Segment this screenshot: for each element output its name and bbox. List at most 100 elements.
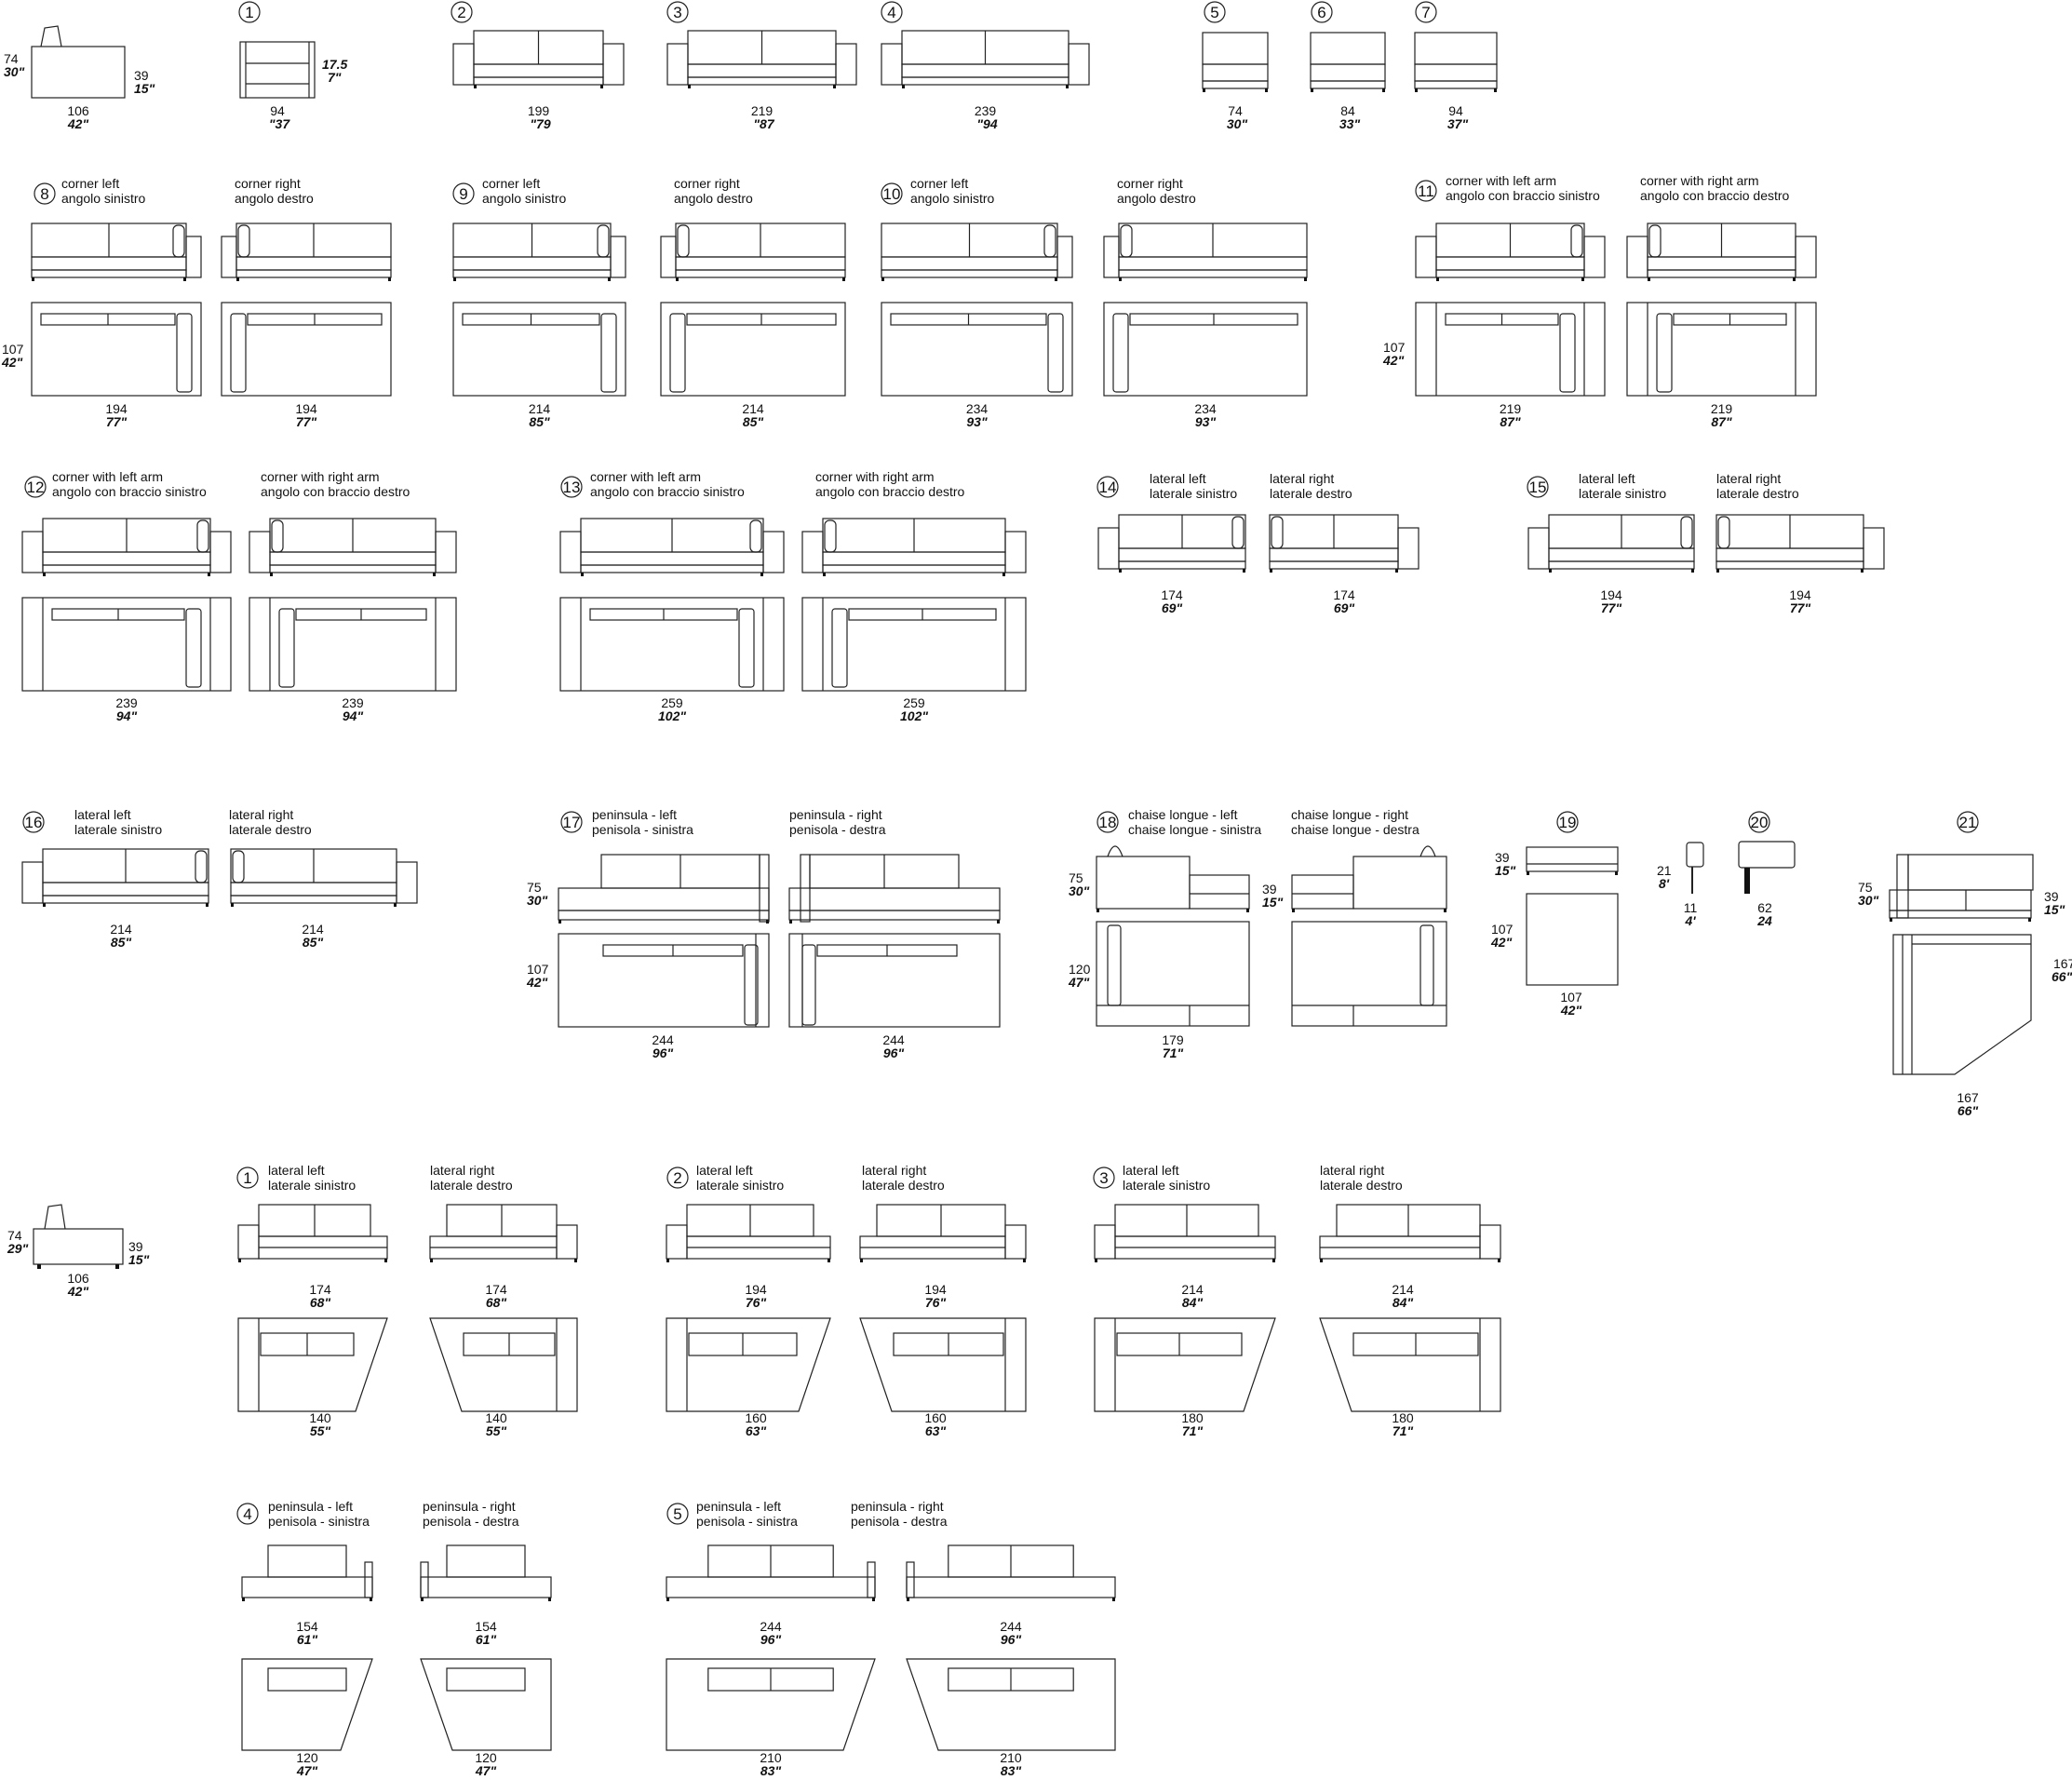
- module-number: 1: [243, 1169, 251, 1187]
- arm-in: 7": [328, 70, 342, 85]
- depth-in: 42": [526, 975, 548, 990]
- outline-rect: [1095, 1259, 1097, 1262]
- pillow: [237, 224, 250, 258]
- outline-rect: [1414, 32, 1498, 65]
- module-number: 4: [243, 1505, 251, 1523]
- outline-rect: [881, 277, 884, 281]
- outline-rect: [1097, 909, 1099, 912]
- width-in: 61": [476, 1632, 497, 1647]
- outline-rect: [1548, 560, 1695, 570]
- label-it: angolo con braccio destro: [261, 484, 410, 499]
- outline-rect: [1310, 63, 1386, 82]
- outline-rect: [558, 933, 770, 1028]
- width-in: 42": [1560, 1003, 1582, 1018]
- width-cm: 199: [528, 103, 550, 118]
- height-cm: 74: [4, 51, 19, 66]
- label-it: laterale sinistro: [268, 1178, 356, 1193]
- outline-rect: [31, 269, 187, 278]
- width-in: 33": [1339, 116, 1361, 131]
- side-cushion: [669, 313, 686, 393]
- width-in: 85": [111, 935, 132, 950]
- headrest: [40, 25, 62, 47]
- outline-rect: [1002, 573, 1005, 576]
- headrest: [44, 1204, 66, 1230]
- outline-rect: [1272, 1259, 1275, 1262]
- pillow: [195, 850, 208, 883]
- outline-rect: [446, 1667, 526, 1692]
- width-in: 68": [310, 1295, 331, 1310]
- depth-cm: 107: [2, 342, 24, 357]
- outline-rect: [1103, 236, 1120, 278]
- outline-rect: [1436, 277, 1439, 281]
- outline-rect: [867, 1561, 876, 1598]
- outline-rect: [1056, 236, 1073, 278]
- outline-rect: [249, 597, 457, 692]
- label-en: chaise longue - right: [1291, 807, 1408, 822]
- outline-rect: [1096, 856, 1191, 910]
- outline-rect: [1094, 1224, 1116, 1260]
- outline-rect: [1118, 269, 1308, 278]
- outline-rect: [608, 277, 611, 281]
- outline-rect: [1066, 85, 1069, 88]
- label-it: laterale destro: [1270, 486, 1352, 501]
- width-in: 76": [746, 1295, 767, 1310]
- label-en: corner right: [674, 176, 740, 191]
- label-it: angolo sinistro: [61, 191, 145, 206]
- outline-rect: [1202, 32, 1269, 65]
- outline-shape: [429, 1317, 578, 1412]
- module-number-badge: [881, 1, 903, 23]
- module-number: 14: [1099, 479, 1117, 496]
- width-in: 71": [1393, 1423, 1414, 1438]
- outline-rect: [1415, 236, 1437, 278]
- outline-rect: [1647, 269, 1796, 278]
- outline-rect: [1291, 874, 1354, 910]
- width-cm: 244: [882, 1032, 905, 1047]
- outline-rect: [32, 277, 34, 281]
- outline-shape: [1094, 1317, 1276, 1412]
- outline-rect: [881, 43, 903, 86]
- outline-rect: [31, 256, 187, 271]
- side-cushion: [1112, 313, 1129, 393]
- label-it: angolo con braccio sinistro: [590, 484, 745, 499]
- label-en: lateral left: [696, 1163, 753, 1178]
- label-en: corner with left arm: [1446, 173, 1556, 188]
- outline-rect: [1548, 547, 1695, 562]
- outline-rect: [872, 1598, 875, 1601]
- outline-rect: [31, 302, 202, 397]
- label-en: peninsula - left: [592, 807, 677, 822]
- side-cushion: [831, 608, 848, 688]
- outline-rect: [236, 277, 239, 281]
- outline-rect: [221, 302, 392, 397]
- label-it: penisola - destra: [851, 1514, 948, 1529]
- width-cm: 174: [1161, 587, 1183, 602]
- outline-rect: [835, 43, 857, 86]
- width-in: 55": [310, 1423, 331, 1438]
- seat-in: 15": [1262, 895, 1284, 910]
- module-number: 3: [673, 4, 681, 21]
- module-number: 20: [1751, 814, 1769, 831]
- module-number-badge: [666, 1, 689, 23]
- headrest: [1419, 845, 1436, 857]
- width-in: 85": [529, 414, 550, 429]
- outline-rect: [762, 531, 785, 573]
- width-in: 102": [658, 708, 686, 723]
- label-it: laterale destro: [1716, 486, 1799, 501]
- width-cm: 84: [1340, 103, 1355, 118]
- width-cm: 194: [105, 401, 128, 416]
- outline-rect: [1615, 871, 1618, 875]
- outline-rect: [1896, 854, 1909, 919]
- width-cm: 210: [1000, 1750, 1022, 1765]
- outline-rect: [580, 551, 764, 566]
- width-cm: 234: [1194, 401, 1217, 416]
- outline-rect: [1648, 277, 1650, 281]
- outline-rect: [1889, 910, 2032, 919]
- width-in: 69": [1334, 600, 1355, 615]
- width-cm: 179: [1162, 1032, 1184, 1047]
